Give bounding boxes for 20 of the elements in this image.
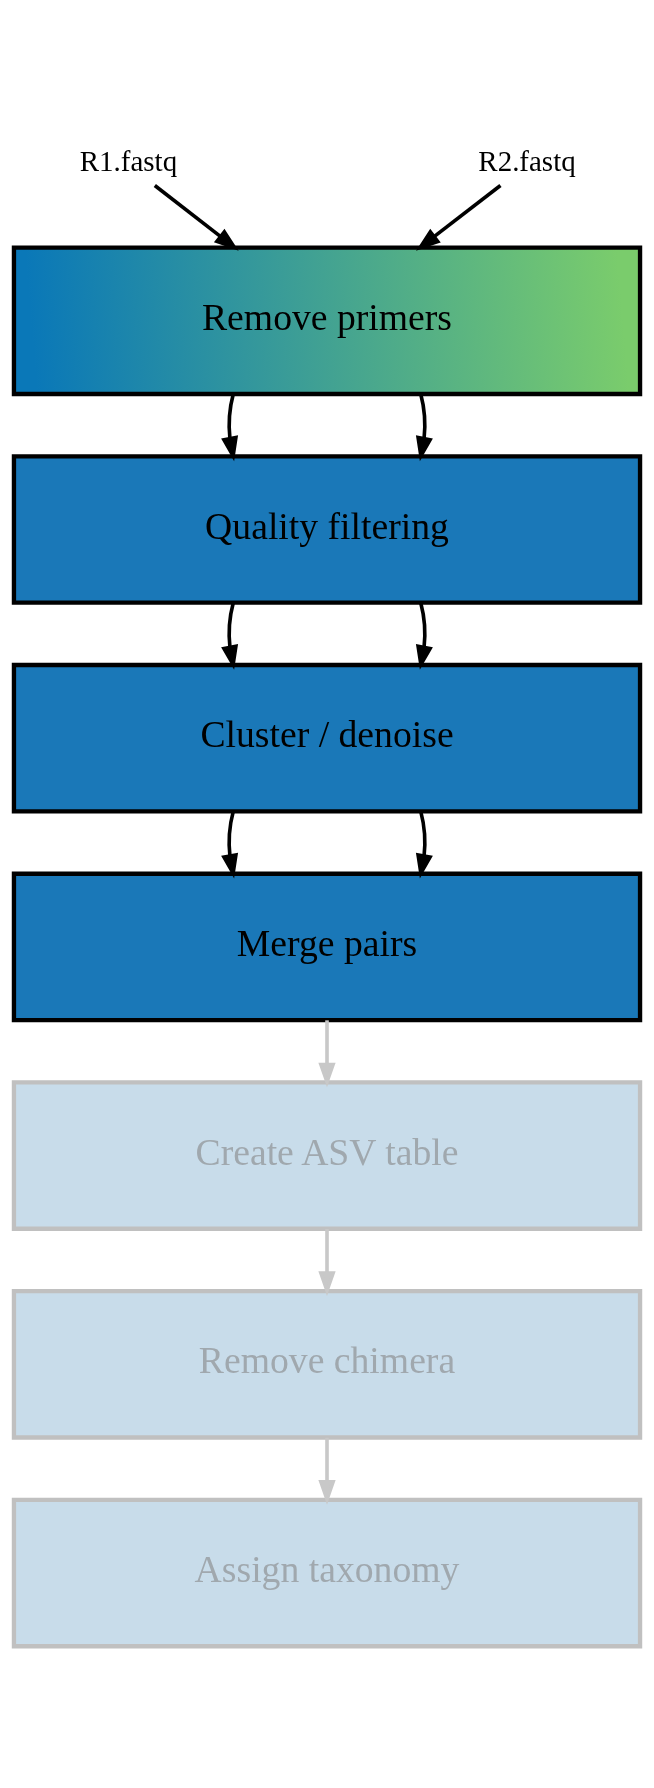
node-box: Cluster / denoise — [11, 662, 643, 814]
node-text: R2.fastq — [478, 144, 576, 177]
arrow — [318, 1437, 336, 1505]
arrow — [318, 1020, 336, 1088]
arrow — [415, 184, 502, 251]
node-text: R1.fastq — [79, 144, 178, 177]
node-box: Remove primers — [11, 245, 643, 397]
arrow — [221, 393, 239, 462]
arrow — [221, 811, 239, 879]
arrow — [415, 393, 433, 462]
arrow — [415, 602, 433, 670]
node-box: Create ASV table — [11, 1080, 643, 1231]
arrow — [153, 184, 239, 251]
node-box: Assign taxonomy — [11, 1497, 643, 1649]
arrow — [221, 602, 239, 670]
node-box: Quality filtering — [11, 454, 643, 605]
node-box: Merge pairs — [11, 871, 643, 1023]
node-box: Remove chimera — [11, 1288, 643, 1440]
arrow — [318, 1229, 336, 1297]
arrow — [415, 811, 433, 879]
